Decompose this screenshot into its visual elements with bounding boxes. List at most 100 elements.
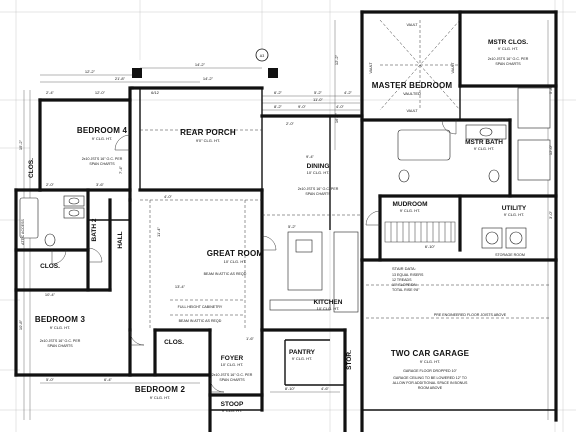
room-name-stoop: STOOP	[221, 401, 244, 408]
beam-note-great-room: BEAM IN ATTIC AS REQD	[204, 272, 247, 276]
dim-text: 3'-0"	[548, 210, 553, 219]
room-clg-great-room: 10' CLG. HT.	[224, 259, 247, 264]
vault-label-right: VAULT	[451, 62, 455, 74]
room-name-master-bedroom: MASTER BEDROOM	[372, 81, 453, 90]
dimension-text: 12'-2" 21'-8" 14'-2" 2'-4" 12'-0" 6/12 1…	[18, 54, 553, 391]
dim-text: 11'-4"	[156, 226, 161, 236]
room-clg-mstr-clos: 9' CLG. HT.	[498, 46, 519, 51]
room-name-bedroom4: BEDROOM 4	[77, 126, 128, 135]
room-clg-mudroom: 9' CLG. HT.	[400, 208, 421, 213]
dim-text: 6'-4"	[104, 377, 113, 382]
dim-text: 5'-0"	[46, 377, 55, 382]
storage-room-label: STORAGE ROOM	[495, 253, 525, 257]
pre-eng-floor-note: PRE ENGINEERED FLOOR JOISTS ABOVE	[434, 313, 507, 317]
room-clg-bedroom4: 9' CLG. HT.	[92, 136, 113, 141]
garage-floor-note: GARAGE FLOOR DROPPED 10"	[403, 369, 458, 373]
section-marker: A3	[255, 48, 269, 62]
room-clg-stoop: 9' CLG. HT.	[222, 408, 243, 413]
room-clg-bedroom2: 9' CLG. HT.	[150, 395, 171, 400]
dim-text: 9'-4"	[306, 154, 315, 159]
span-note-bedroom4-2: SPAN CHARTS	[89, 162, 115, 166]
dim-text: 4'-0"	[336, 104, 345, 109]
room-name-bedroom2: BEDROOM 2	[135, 385, 186, 394]
room-clg-bedroom3: 9' CLG. HT.	[50, 325, 71, 330]
room-clg-rear-porch: 9'0" CLG. HT.	[196, 138, 220, 143]
dim-text: 4'-2"	[344, 90, 353, 95]
room-name-clos-left: CLOS.	[28, 158, 35, 178]
room-name-clos-b3: CLOS.	[40, 263, 60, 270]
room-name-mudroom: MUDROOM	[392, 201, 427, 208]
room-clg-mstr-bath: 9' CLG. HT.	[474, 146, 495, 151]
room-name-foyer: FOYER	[221, 355, 244, 362]
dim-text: 6'-2"	[274, 90, 283, 95]
dim-text: 14'-2"	[203, 76, 214, 81]
room-name-kitchen: KITCHEN	[314, 299, 343, 306]
dim-text: 9'-0"	[298, 104, 307, 109]
span-note-mstr-clos-2: SPAN CHARTS	[495, 62, 521, 66]
room-clg-master-bedroom: VAULTED	[403, 91, 421, 96]
dim-text: 21'-8"	[115, 76, 126, 81]
dim-text: 13'-4"	[175, 284, 186, 289]
dashed-lines	[140, 19, 550, 330]
dim-text: 12'-0"	[95, 90, 106, 95]
stair-data-line-3: 10" SLOPE/DN	[392, 283, 417, 287]
dim-text: 3'-6"	[96, 182, 105, 187]
dim-text: 2'-4"	[46, 90, 55, 95]
room-name-garage: TWO CAR GARAGE	[391, 349, 470, 358]
dim-text: 1'-6"	[246, 336, 255, 341]
dim-text: 12'-2"	[334, 54, 339, 65]
stair-data-line-4: TOTAL RISE 9'8"	[392, 288, 420, 292]
room-clg-utility: 9' CLG. HT.	[504, 212, 525, 217]
dim-text: 6'-10"	[425, 244, 436, 249]
dim-text: 4'-6"	[321, 386, 330, 391]
garage-ceiling-note-3: ROOM ABOVE	[418, 386, 443, 390]
section-marker-label: A3	[260, 54, 264, 58]
room-name-hall: HALL	[117, 231, 124, 248]
stairs	[384, 221, 456, 243]
room-name-mstr-bath: MSTR BATH	[465, 139, 503, 146]
span-note-foyer-2: SPAN CHARTS	[219, 378, 245, 382]
beam-note: BEAM IN ATTIC AS REQD	[179, 319, 222, 323]
dim-text: 5'-8"	[548, 85, 553, 94]
dim-text: 8'-2"	[274, 104, 283, 109]
fixtures	[19, 87, 551, 313]
vault-label-top: VAULT	[406, 23, 418, 27]
dim-text: 2'-0"	[46, 182, 55, 187]
garage-ceiling-note-1: GARAGE CEILING TO BE LOWERED 12" TO	[393, 376, 467, 380]
room-name-bedroom3: BEDROOM 3	[35, 315, 86, 324]
room-clg-foyer: 10' CLG. HT.	[221, 362, 244, 367]
dim-text: 6/12	[151, 90, 160, 95]
room-name-great-room: GREAT ROOM	[207, 249, 264, 258]
full-height-cabinetry-note: FULL HEIGHT CABINETRY	[178, 305, 223, 309]
dim-text: 5'-2"	[288, 224, 297, 229]
dim-text: 5'-2"	[314, 90, 323, 95]
span-note-foyer-1: 2x10 JSTS 16" O.C. PER	[212, 373, 253, 377]
room-name-pantry: PANTRY	[289, 349, 316, 356]
dim-text: 10'-8"	[18, 319, 23, 330]
dimension-lines	[23, 20, 549, 420]
dim-text: 11'-0"	[313, 97, 323, 102]
room-labels: BEDROOM 4 9' CLG. HT. REAR PORCH 9'0" CL…	[28, 39, 528, 413]
dim-text: 15'-2"	[18, 139, 23, 150]
stair-data-line-2: 12 TREADS	[392, 278, 412, 282]
stair-data-line-1: 13 EQUAL RISERS	[392, 273, 424, 277]
room-clg-dining: 10' CLG. HT.	[307, 170, 330, 175]
stair-data-title: STAIR DATA:	[392, 266, 416, 271]
room-name-mstr-clos: MSTR CLOS.	[488, 39, 528, 46]
dim-text: 14'-2"	[195, 62, 206, 67]
dim-text: 12'-2"	[85, 69, 96, 74]
dim-text: 2'-0"	[286, 121, 295, 126]
room-clg-kitchen: 10' CLG. HT.	[317, 306, 340, 311]
span-note-bedroom4-1: 2x10 JSTS 16" O.C. PER	[82, 157, 123, 161]
attic-access-label: ATTIC ACCESS	[21, 219, 25, 245]
garage-ceiling-note-2: ALLOW FOR ADDITIONAL SPACE IN BONUS	[393, 381, 468, 385]
span-note-mstr-clos-1: 2x10 JSTS 16" O.C. PER	[488, 57, 529, 61]
room-name-stor: STOR.	[346, 350, 353, 370]
room-name-utility: UTILITY	[502, 205, 527, 212]
dim-text: 8'-10"	[285, 386, 296, 391]
dim-text: 10'-4"	[45, 292, 56, 297]
annotations: VAULT VAULT VAULT VAULT ATTIC ACCESS STA…	[21, 23, 529, 390]
room-clg-garage: 9' CLG. HT.	[420, 359, 441, 364]
dim-text: 16'-4"	[334, 112, 339, 123]
